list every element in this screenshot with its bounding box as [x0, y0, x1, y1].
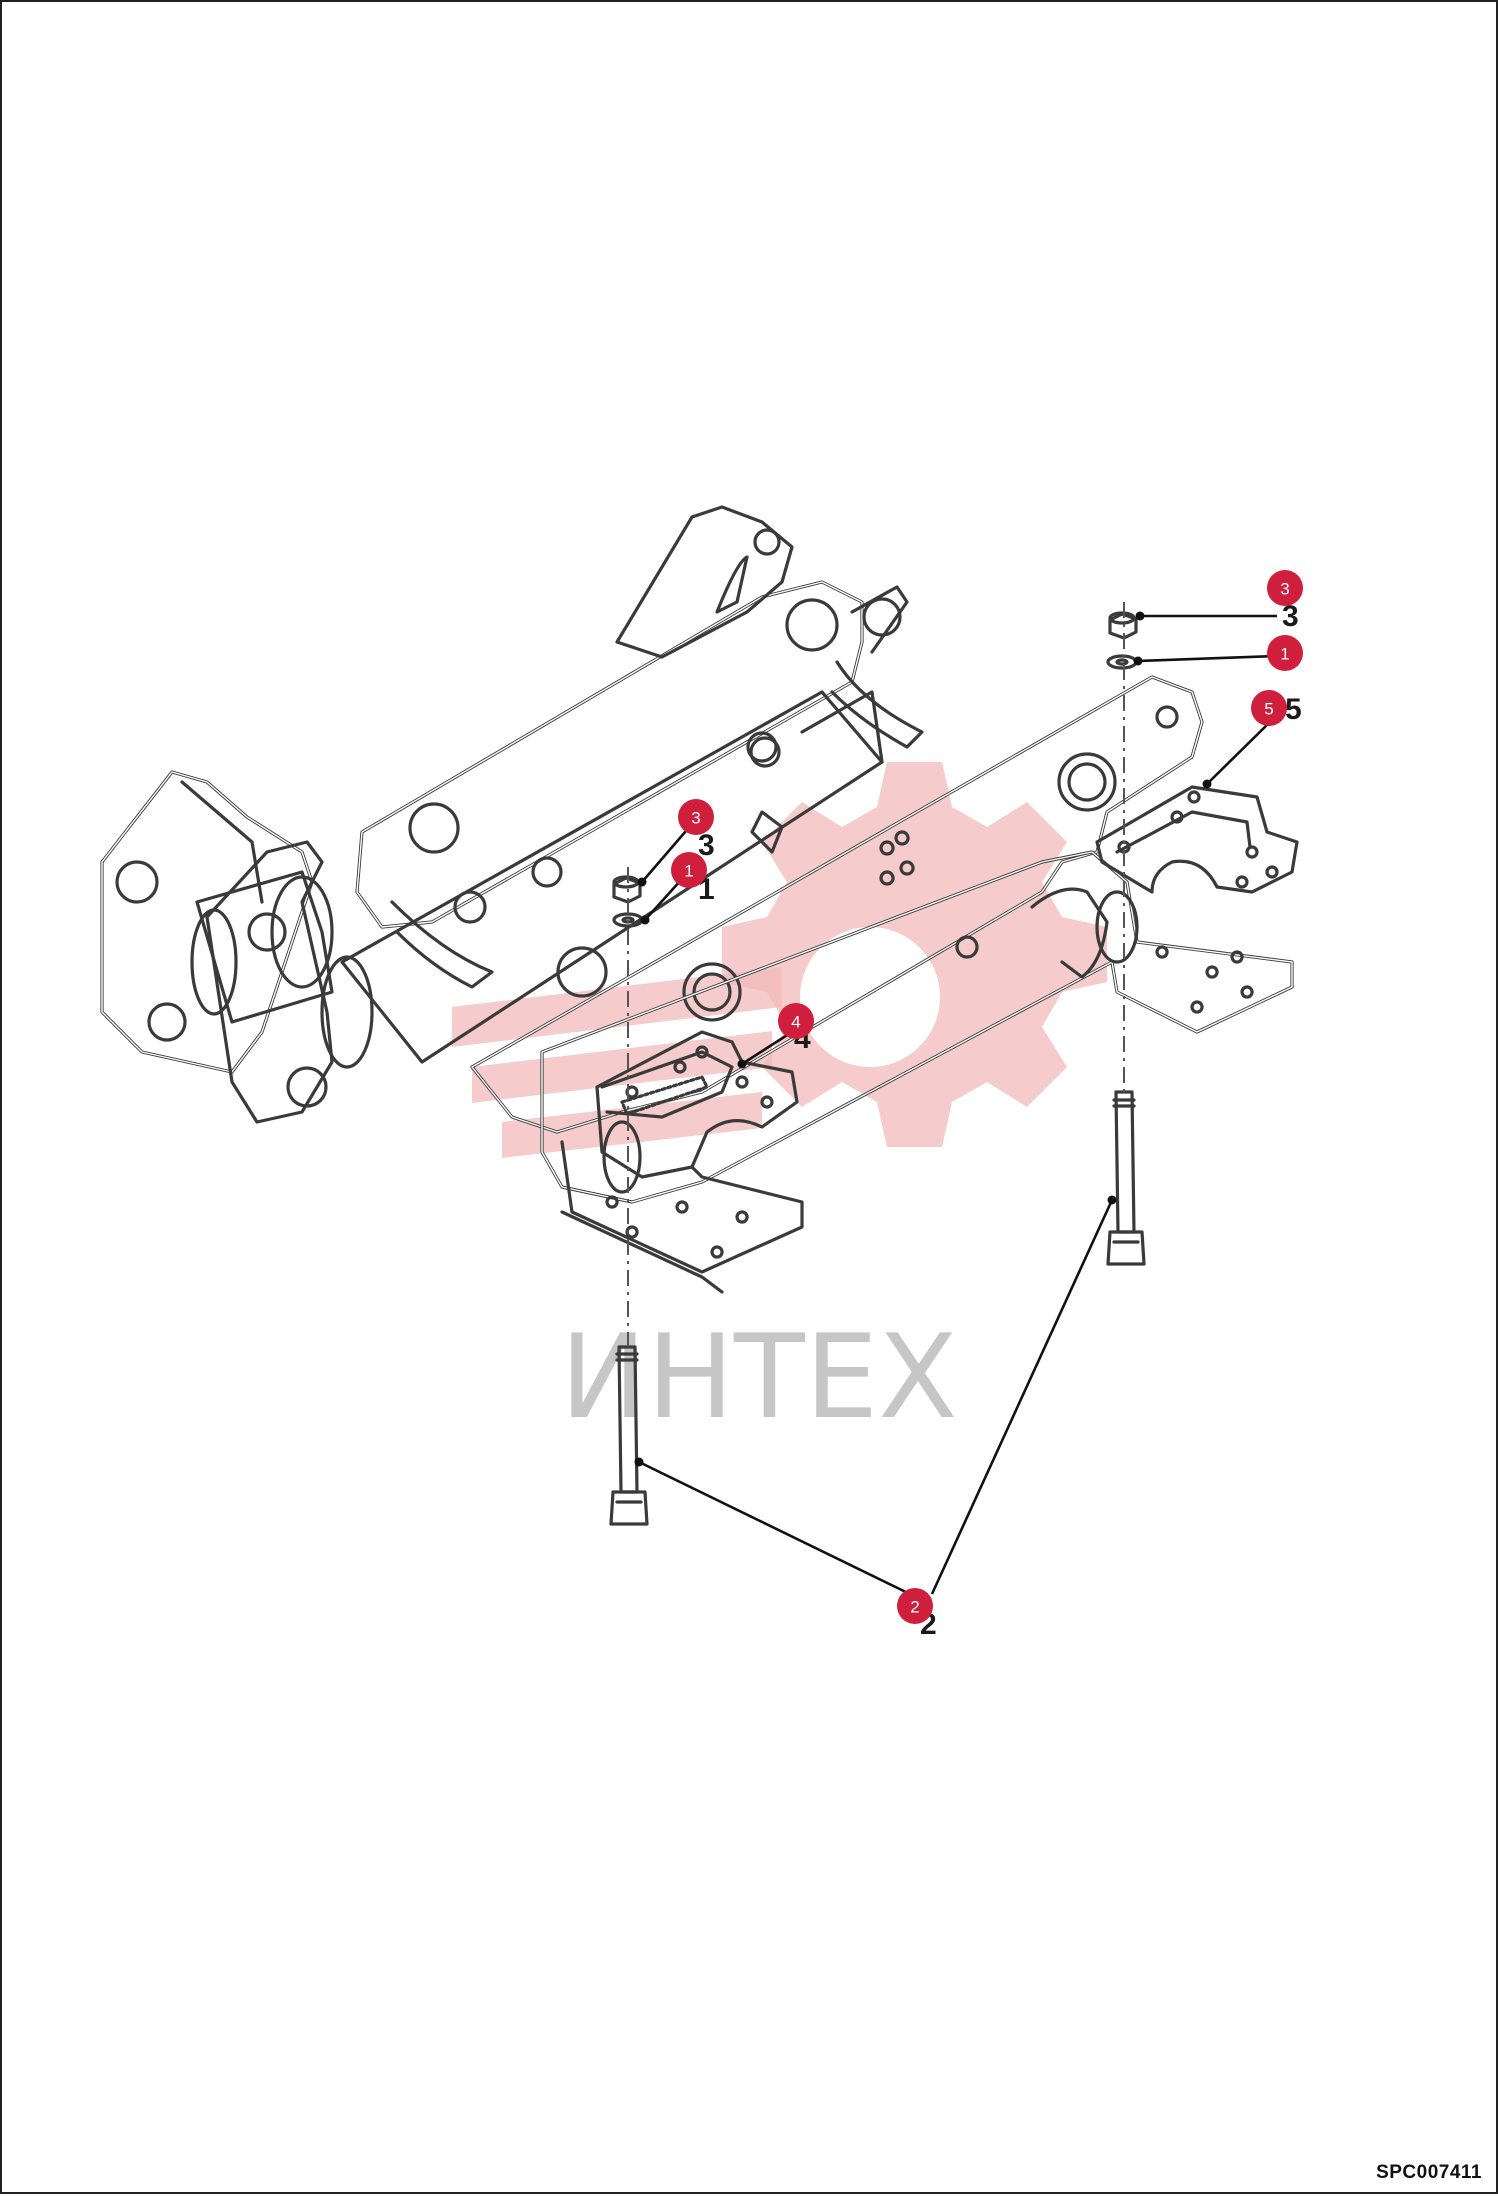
ref-number-3-right: 3: [1282, 600, 1299, 633]
cross-tube: [320, 690, 884, 1069]
nut-right: [1108, 611, 1138, 640]
svg-text:3: 3: [691, 809, 700, 828]
watermark-text: ИНТЕХ: [560, 1310, 958, 1445]
drawing-code: SPC007411: [1376, 2162, 1482, 2183]
callout-badge-5[interactable]: 5: [1251, 690, 1287, 726]
svg-text:1: 1: [684, 862, 693, 881]
main-beam-upper: [355, 580, 924, 989]
leader-lines: [634, 611, 1278, 1598]
rear-bracket-second: [205, 840, 334, 1124]
ref-number-5: 5: [1285, 693, 1302, 726]
svg-text:2: 2: [910, 1598, 919, 1617]
main-beam-lower: [470, 675, 1204, 1134]
reference-numbers: 3 1 5 3 1 4 2: [698, 600, 1302, 1641]
callout-badge-4[interactable]: 4: [778, 1003, 814, 1039]
watermark-gear-icon: [452, 762, 1107, 1158]
ref-number-3-left: 3: [698, 829, 715, 862]
washer-right: [1106, 654, 1138, 670]
svg-text:1: 1: [1280, 645, 1289, 664]
frame-assembly: [100, 505, 1299, 1294]
mount-plate-right: [1095, 785, 1299, 894]
callout-badge-3-left[interactable]: 3: [678, 799, 714, 835]
mount-plate-left: [595, 1030, 799, 1179]
top-bracket: [615, 505, 909, 659]
bolt-left: [609, 1345, 649, 1526]
callout-badge-3-right[interactable]: 3: [1267, 570, 1303, 606]
callout-badge-1-right[interactable]: 1: [1267, 635, 1303, 671]
front-lower-bracket: [560, 1120, 804, 1294]
callout-badge-2[interactable]: 2: [897, 1588, 933, 1624]
svg-text:5: 5: [1264, 700, 1273, 719]
svg-text:4: 4: [791, 1013, 800, 1032]
callout-badge-1-left[interactable]: 1: [671, 852, 707, 888]
svg-text:3: 3: [1280, 580, 1289, 599]
bolt-right: [1106, 1090, 1146, 1266]
